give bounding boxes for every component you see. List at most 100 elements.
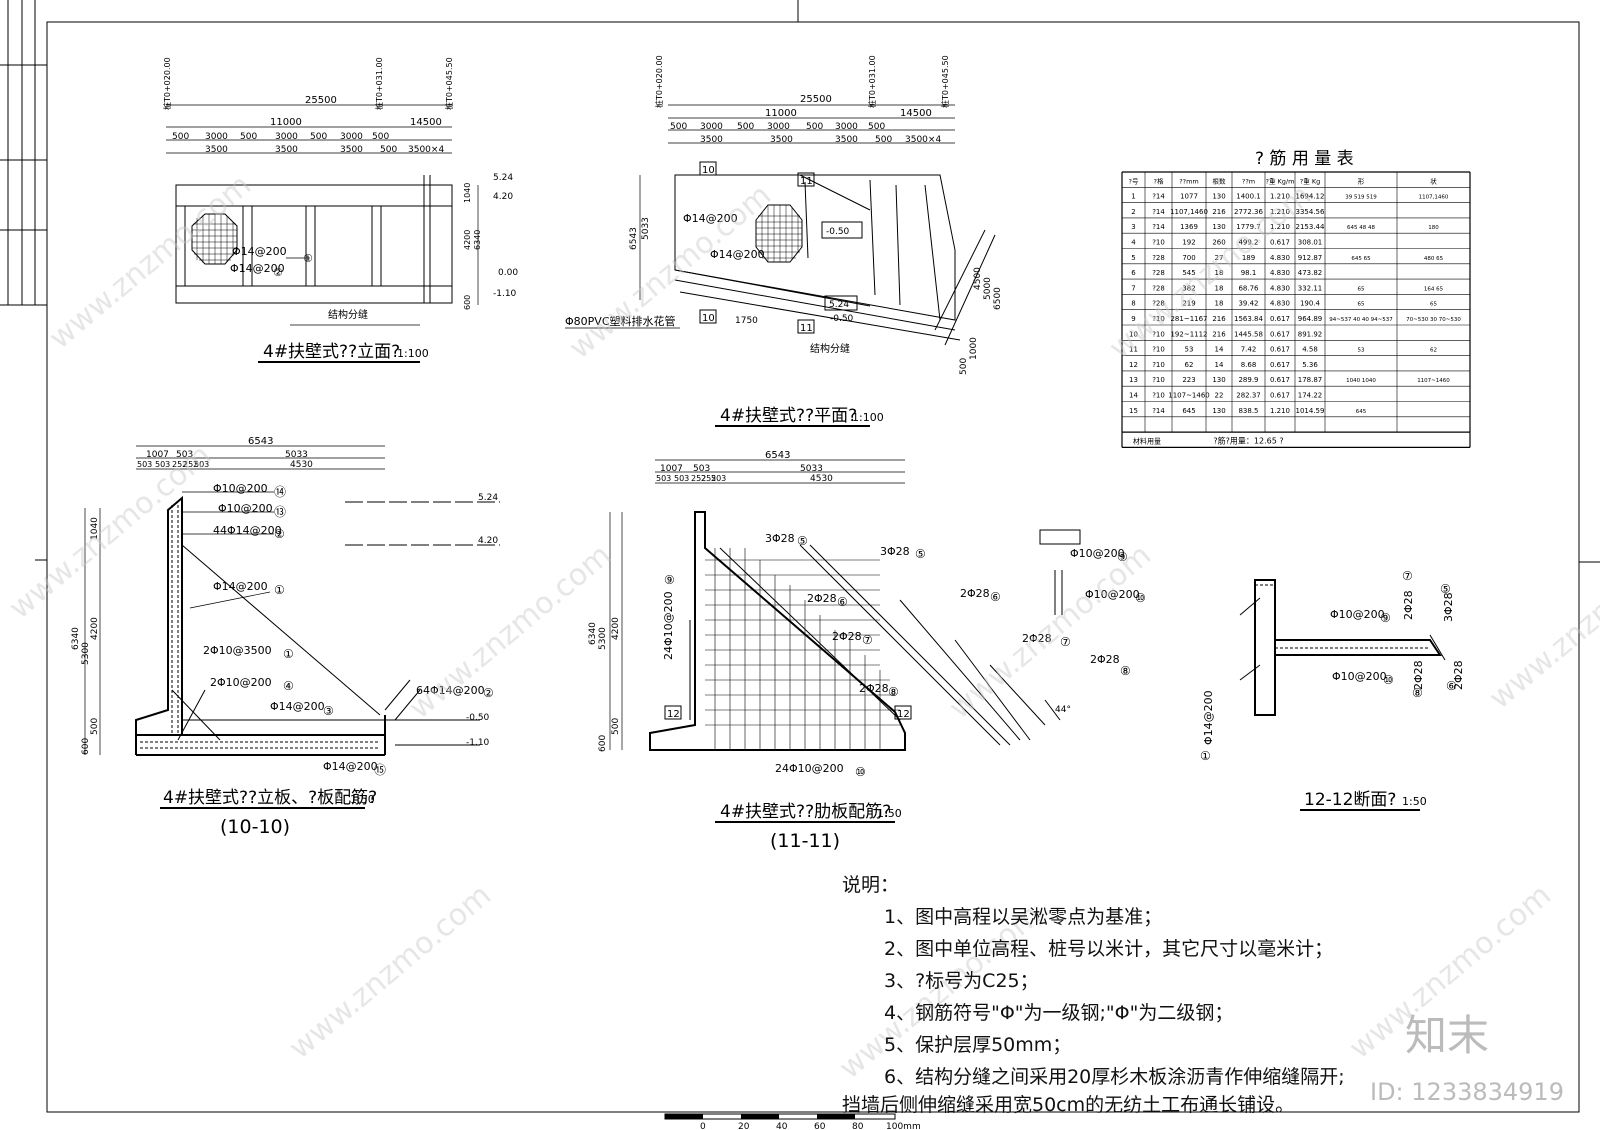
svg-text:3Φ28: 3Φ28 — [1442, 592, 1455, 622]
svg-text:www.znzmo.com: www.znzmo.com — [283, 878, 498, 1067]
svg-text:2Φ28: 2Φ28 — [807, 592, 837, 605]
svg-text:6543: 6543 — [248, 436, 273, 447]
plan-view: 桩T0+020.00 桩T0+031.00 桩T0+045.50 25500 1… — [565, 55, 1003, 427]
svg-text:⑧: ⑧ — [1120, 664, 1131, 678]
svg-text:③: ③ — [323, 704, 334, 718]
svg-text:503: 503 — [693, 464, 710, 474]
svg-text:503: 503 — [194, 460, 209, 469]
svg-text:桩T0+045.50: 桩T0+045.50 — [940, 55, 950, 108]
table-header: ?重 Kg — [1300, 177, 1320, 185]
table-cell: 4 — [1131, 239, 1136, 247]
svg-text:503: 503 — [176, 450, 193, 460]
svg-text:500: 500 — [868, 122, 885, 132]
svg-text:⑦: ⑦ — [1402, 569, 1413, 583]
table-cell: 382 — [1182, 284, 1195, 292]
table-cell: 3354.56 — [1296, 208, 1325, 216]
section-11-11: 6543 1007 503 5033 503 503 252 252 503 4… — [588, 450, 1146, 852]
table-header: ??mm — [1179, 177, 1199, 185]
table-header: ?格 — [1154, 176, 1164, 185]
svg-text:-0.50: -0.50 — [830, 314, 854, 324]
table-cell: 216 — [1212, 315, 1226, 323]
table-cell: 14 — [1215, 346, 1224, 354]
svg-text:⑩: ⑩ — [1383, 673, 1394, 687]
svg-text:11: 11 — [800, 176, 813, 187]
table-cell: 70~530 30 70~530 — [1406, 317, 1461, 323]
table-cell: 53 — [1185, 346, 1194, 354]
svg-text:14500: 14500 — [900, 108, 932, 119]
svg-text:Φ10@200: Φ10@200 — [1085, 588, 1140, 601]
table-cell: 260 — [1212, 239, 1225, 247]
svg-text:②: ② — [274, 527, 285, 541]
svg-text:⑤: ⑤ — [915, 547, 926, 561]
table-cell: 14 — [1129, 392, 1138, 400]
svg-text:1:50: 1:50 — [1402, 795, 1427, 808]
svg-text:2Φ28: 2Φ28 — [1402, 590, 1415, 620]
svg-text:503: 503 — [674, 474, 689, 483]
table-cell: 0.617 — [1270, 376, 1290, 384]
table-cell: 645 — [1356, 409, 1367, 415]
svg-text:6500: 6500 — [993, 287, 1003, 310]
svg-text:桩T0+020.00: 桩T0+020.00 — [654, 55, 664, 108]
svg-text:2Φ10@200: 2Φ10@200 — [210, 676, 272, 689]
svg-text:www.znzmo.com: www.znzmo.com — [3, 438, 218, 627]
table-cell: 15 — [1129, 407, 1138, 415]
table-cell: 1369 — [1180, 223, 1198, 231]
svg-text:⑨: ⑨ — [1117, 550, 1128, 564]
table-cell: 1014.59 — [1296, 407, 1325, 415]
table-cell: 332.11 — [1298, 284, 1323, 292]
table-cell: 190.4 — [1300, 300, 1321, 308]
table-cell: 473.82 — [1298, 269, 1323, 277]
svg-text:1000: 1000 — [969, 337, 979, 360]
marker: ② — [273, 266, 283, 279]
svg-text:1:50: 1:50 — [877, 807, 902, 820]
svg-text:500: 500 — [737, 122, 754, 132]
svg-text:3500: 3500 — [340, 145, 363, 155]
table-cell: 0.617 — [1270, 392, 1290, 400]
svg-text:500: 500 — [670, 122, 687, 132]
svg-text:⑮: ⑮ — [374, 763, 386, 777]
table-cell: 6 — [1131, 269, 1136, 277]
table-cell: 7 — [1131, 284, 1135, 292]
svg-text:Φ14@200: Φ14@200 — [323, 760, 378, 773]
svg-text:⑧: ⑧ — [888, 685, 899, 699]
table-cell: ?28 — [1152, 300, 1165, 308]
table-cell: 4.58 — [1302, 346, 1318, 354]
svg-text:500: 500 — [380, 145, 397, 155]
note-item: 2、图中单位高程、桩号以米计，其它尺寸以毫米计； — [884, 938, 1334, 960]
station-label: 桩T0+045.50 — [444, 57, 454, 110]
table-cell: 223 — [1182, 376, 1195, 384]
svg-text:⑤: ⑤ — [797, 534, 808, 548]
section-10-10: 6543 1007 503 5033 503 503 252 252 503 4… — [71, 436, 500, 838]
table-cell: 1563.84 — [1234, 315, 1263, 323]
note-item: 5、保护层厚50mm； — [884, 1034, 1072, 1056]
svg-text:1007: 1007 — [146, 450, 169, 460]
svg-text:1:50: 1:50 — [350, 793, 375, 806]
svg-text:3Φ28: 3Φ28 — [880, 545, 910, 558]
svg-text:⑨: ⑨ — [664, 573, 675, 587]
table-cell: ?10 — [1152, 392, 1165, 400]
table-cell: 289.9 — [1238, 376, 1258, 384]
table-cell: 130 — [1212, 223, 1225, 231]
table-cell: 2772.36 — [1234, 208, 1263, 216]
svg-text:2Φ28: 2Φ28 — [832, 630, 862, 643]
table-cell: 1040 1040 — [1346, 378, 1376, 384]
table-cell: 39.42 — [1238, 300, 1258, 308]
svg-text:24Φ10@200: 24Φ10@200 — [662, 591, 675, 660]
table-cell: 10 — [1129, 330, 1138, 338]
svg-text:6340: 6340 — [473, 230, 482, 250]
dim-label: 14500 — [410, 117, 442, 128]
svg-text:3500: 3500 — [700, 135, 723, 145]
table-cell: ?10 — [1152, 346, 1165, 354]
table-cell: 282.37 — [1236, 392, 1261, 400]
svg-text:252: 252 — [701, 474, 716, 483]
table-cell: 645 65 — [1351, 256, 1371, 262]
svg-text:80: 80 — [852, 1122, 864, 1130]
table-cell: 4.830 — [1270, 300, 1290, 308]
svg-text:⑤: ⑤ — [1440, 582, 1451, 596]
svg-text:252: 252 — [183, 460, 198, 469]
note-item: 挡墙后侧伸缩缝采用宽50cm的无纺土工布通长铺设。 — [842, 1094, 1295, 1116]
table-cell: ?10 — [1152, 361, 1165, 369]
table-cell: 13 — [1129, 376, 1138, 384]
table-cell: 18 — [1215, 269, 1224, 277]
table-cell: 545 — [1182, 269, 1195, 277]
